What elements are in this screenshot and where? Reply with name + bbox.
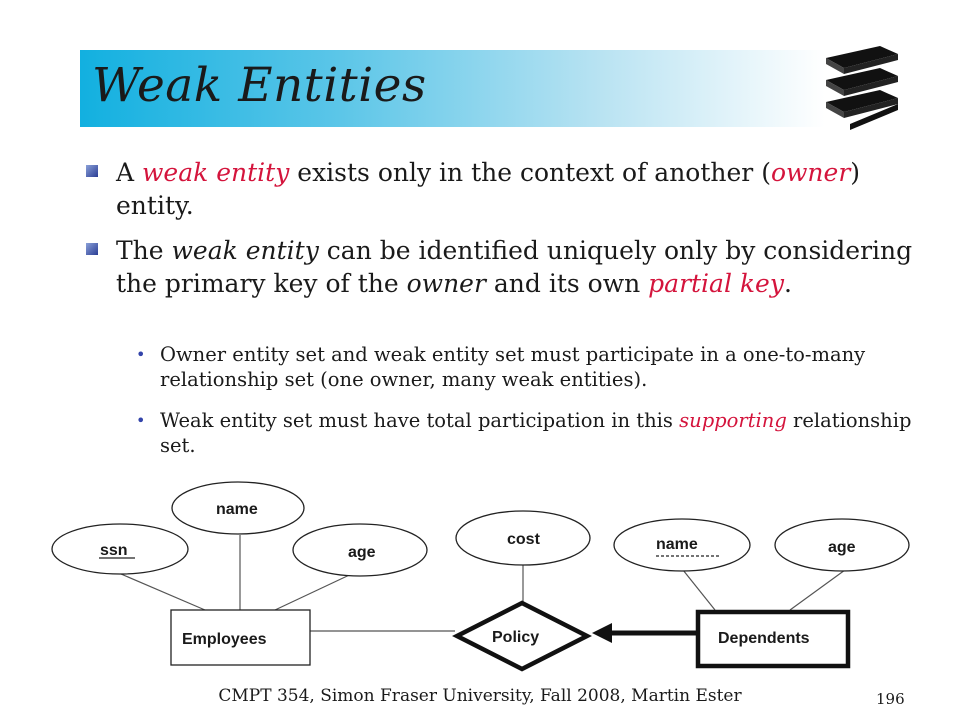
attr-dep-name: name (613, 518, 751, 572)
attr-age-label: age (348, 544, 376, 561)
page-number: 196 (876, 690, 905, 708)
entity-dependents: Dependents (695, 609, 851, 669)
title-bar (80, 50, 825, 127)
slide-footer: CMPT 354, Simon Fraser University, Fall … (218, 686, 742, 706)
attr-cost-label: cost (507, 531, 541, 548)
arrow-dependents-to-policy (592, 623, 696, 643)
entity-dependents-label: Dependents (718, 630, 810, 647)
text-segment: owner (406, 269, 486, 298)
attr-name-label: name (216, 501, 258, 518)
attr-cost: cost (455, 510, 591, 566)
text-segment: and its own (485, 269, 649, 298)
subbullet-text: Owner entity set and weak entity set mus… (160, 342, 930, 392)
entity-employees-label: Employees (182, 631, 267, 648)
text-segment: weak entity (171, 236, 319, 265)
text-segment: exists only in the context of another ( (289, 158, 771, 187)
slide-title: Weak Entities (92, 58, 427, 113)
text-segment: Weak entity set must have total particip… (160, 409, 680, 432)
attr-dep-age-label: age (828, 539, 856, 556)
bullet-square-icon (86, 165, 98, 177)
relationship-policy-label: Policy (492, 629, 539, 646)
bullet-text: The weak entity can be identified unique… (116, 234, 916, 300)
attr-dep-age: age (774, 518, 910, 572)
bullet-text: A weak entity exists only in the context… (116, 156, 916, 222)
entity-employees: Employees (170, 609, 311, 666)
text-segment: weak entity (142, 158, 290, 187)
text-segment: The (116, 236, 172, 265)
text-segment: partial key (648, 269, 784, 298)
attr-ssn: ssn (51, 523, 189, 575)
database-stack-logo (826, 46, 898, 130)
text-segment: supporting (679, 409, 787, 432)
bullet-square-icon (86, 243, 98, 255)
text-segment: . (783, 269, 792, 298)
subbullet-text: Weak entity set must have total particip… (160, 408, 930, 458)
relationship-policy: Policy (452, 600, 592, 672)
text-segment: can be identified uniquely only by consi… (116, 236, 913, 298)
text-segment: relationship set. (160, 409, 912, 457)
attr-ssn-label: ssn (100, 542, 128, 559)
text-segment: Owner entity set and weak entity set mus… (160, 343, 866, 391)
attr-dep-name-label: name (656, 536, 698, 553)
text-segment: owner (770, 158, 851, 187)
attr-name: name (171, 481, 305, 535)
er-diagram: ssn name age Employees cost Policy name … (51, 481, 910, 672)
text-segment: ) entity. (116, 158, 861, 220)
attr-age: age (292, 523, 428, 577)
text-segment: A (116, 158, 143, 187)
bullet-dot-icon: • (136, 411, 146, 430)
bullet-dot-icon: • (136, 345, 146, 364)
